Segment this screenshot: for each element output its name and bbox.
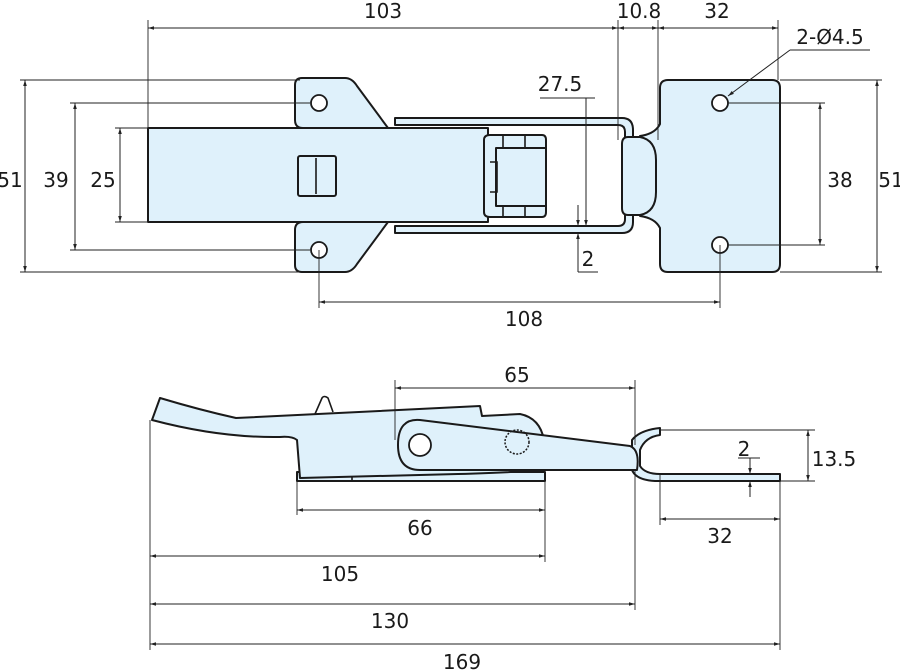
label-background: [2, 166, 22, 192]
dim-label: 27.5: [538, 72, 583, 96]
dim-label: 25: [90, 168, 115, 192]
dim-label: 32: [704, 0, 729, 23]
mount-hole: [310, 94, 328, 112]
dim-label: 13.5: [812, 447, 857, 471]
dim-label: 2: [582, 247, 595, 271]
mount-hole: [711, 94, 729, 112]
side-view: 65 13.5 2 66 32 105 130 169: [149, 363, 857, 672]
dim-label: 32: [707, 524, 732, 548]
dim-label: 130: [371, 609, 409, 633]
buckle-detail: [502, 135, 526, 217]
dim-label: 169: [443, 650, 481, 672]
pivot-pin: [408, 433, 432, 457]
buckle-window: [495, 147, 547, 207]
top-view: 103 10.8 32 2-Ø4.5 51 39 25 38 51 27.5: [0, 0, 900, 331]
safety-clip: [314, 395, 334, 415]
lever-slot: [297, 155, 337, 197]
dim-label: 103: [364, 0, 402, 23]
hidden-pin: [504, 429, 530, 455]
dim-label: 108: [505, 307, 543, 331]
dim-label: 51: [0, 168, 23, 192]
keeper-hook: [621, 136, 657, 216]
dim-label: 10.8: [617, 0, 662, 23]
dim-label: 51: [878, 168, 900, 192]
dim-label: 105: [321, 562, 359, 586]
buckle-detail: [490, 161, 498, 193]
dim-label: 2-Ø4.5: [796, 25, 864, 49]
keeper-side: [631, 427, 781, 482]
dim-label: 39: [43, 168, 68, 192]
wire-loop: [394, 117, 634, 234]
leader-line: [727, 49, 791, 97]
dim-label: 2: [738, 437, 751, 461]
dim-label: 65: [504, 363, 529, 387]
right-keeper-plate: [639, 79, 781, 273]
dim-label: 38: [827, 168, 852, 192]
dim-label: 66: [407, 516, 432, 540]
draw-link: [397, 418, 639, 471]
